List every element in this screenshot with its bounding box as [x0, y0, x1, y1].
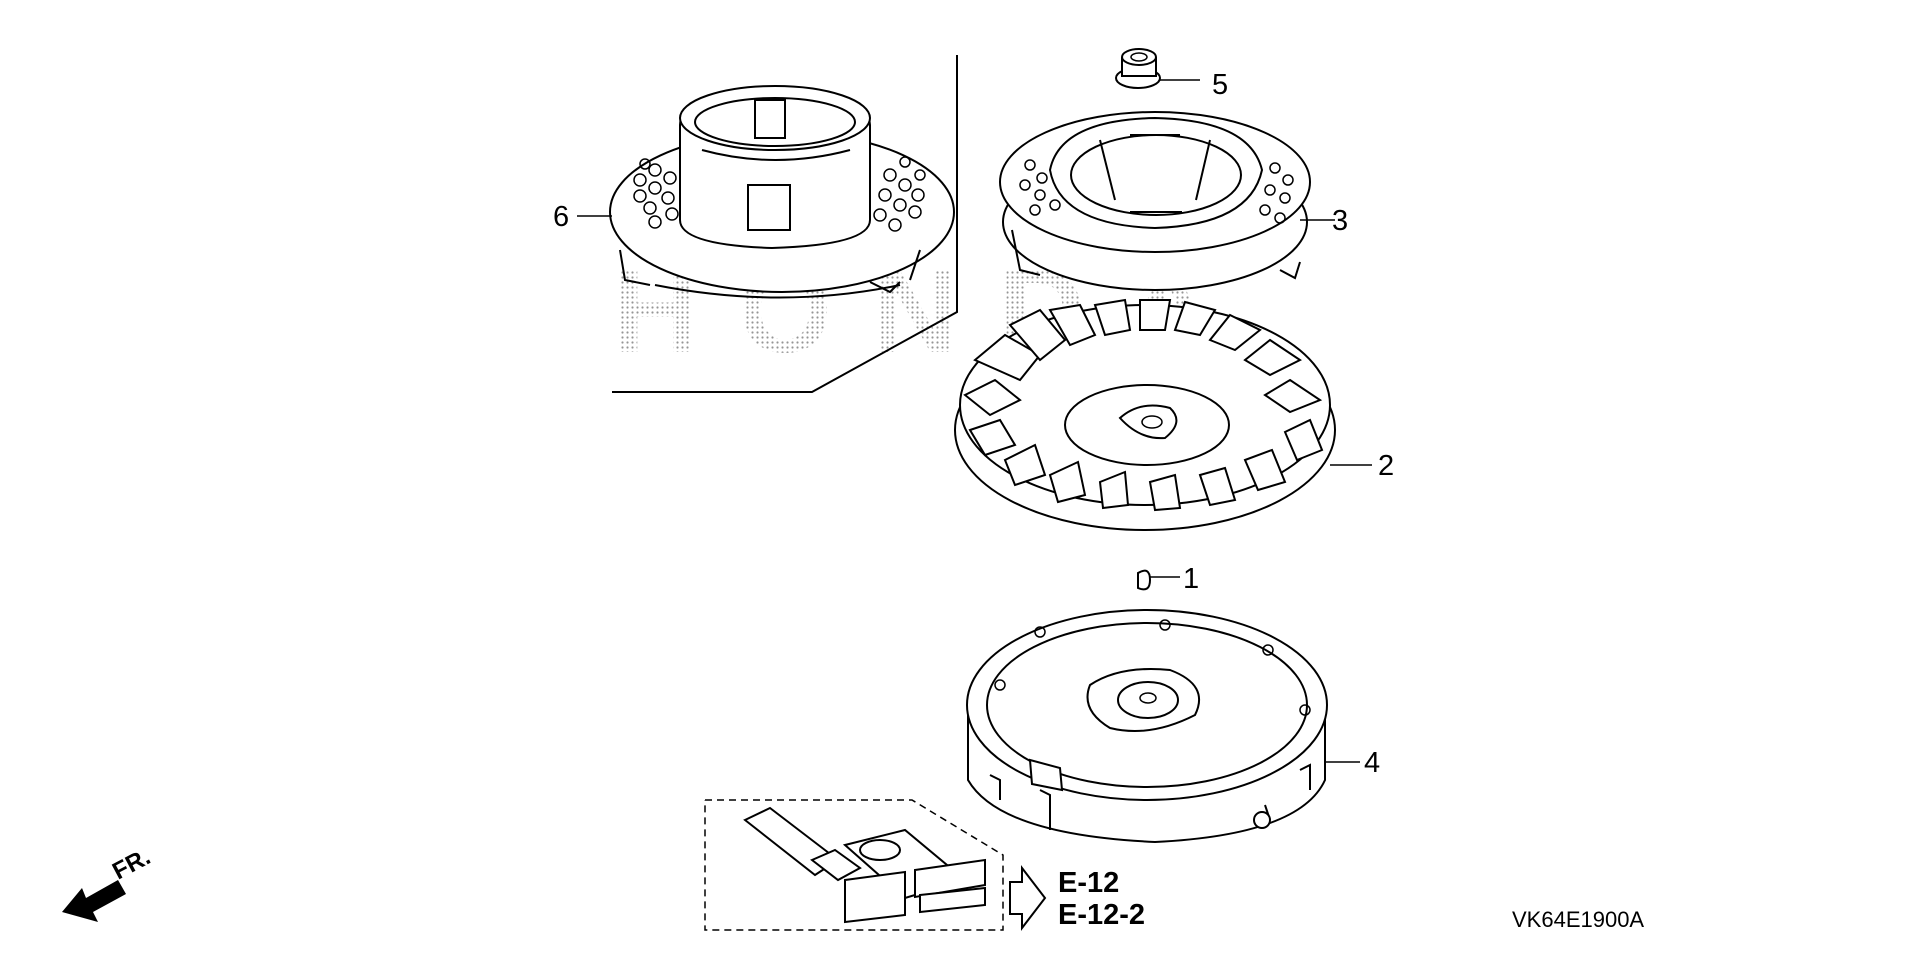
front-arrow-icon [62, 880, 126, 922]
fan-cover-3[interactable] [999, 111, 1311, 291]
cover-holes [1019, 159, 1294, 224]
reference-e12-2[interactable]: E-12-2 [1058, 899, 1145, 931]
callout-2: 2 [1378, 450, 1394, 482]
leader-lines [577, 79, 1372, 763]
callout-1: 1 [1183, 563, 1199, 595]
callout-4: 4 [1364, 747, 1380, 779]
pulley-holes-right [873, 156, 926, 232]
ignition-coil-icon [743, 806, 986, 924]
front-marker-label: FR. [108, 843, 155, 885]
pulley-holes-left [633, 158, 679, 229]
callout-3: 3 [1332, 205, 1348, 237]
cooling-fan-2[interactable] [954, 298, 1336, 531]
fan-blades [963, 298, 1324, 512]
woodruff-key-1[interactable] [1137, 569, 1152, 591]
flange-nut-5[interactable] [1115, 48, 1161, 89]
flywheel-4[interactable] [966, 609, 1328, 844]
reference-e12[interactable]: E-12 [1058, 867, 1119, 899]
inset-frame [612, 55, 958, 393]
reference-arrow-icon [1009, 865, 1047, 931]
ignition-coil-group[interactable] [704, 799, 1004, 931]
callout-6: 6 [553, 201, 569, 233]
diagram-code: VK64E1900A [1512, 907, 1644, 932]
starter-pulley-6[interactable] [609, 85, 955, 299]
callout-5: 5 [1212, 69, 1228, 101]
